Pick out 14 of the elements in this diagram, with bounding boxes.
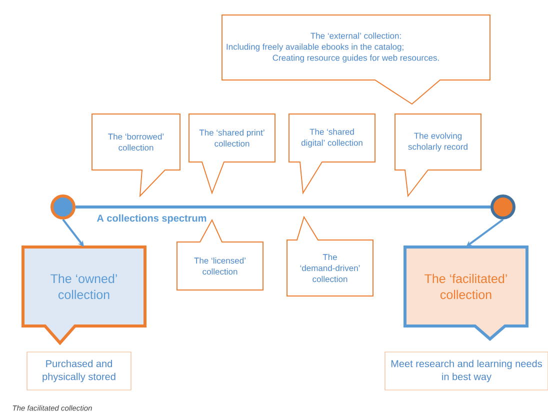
- circle-marker: [50, 194, 76, 220]
- arrow: [466, 218, 504, 247]
- text-box: Meet research and learning needs in best way: [384, 352, 548, 390]
- callout-bubble: The ‘external’ collection: Including freely available ebooks in the catalog; Creating resource guides for web resources.: [222, 14, 490, 105]
- callout-bubble: The ‘borrowed’ collection: [92, 114, 180, 198]
- callout-bubble: The ‘shared print’ collection: [188, 114, 276, 194]
- callout-bubble: The ‘shared digital’ collection: [288, 114, 376, 195]
- callout-box: The ‘facilitated’ collection: [404, 246, 528, 341]
- circle-marker: [490, 194, 516, 220]
- spectrum-line: [76, 206, 490, 208]
- callout-bubble: The ‘demand-driven’ collection: [286, 216, 374, 296]
- callout-box: The ‘owned’ collection: [22, 246, 146, 346]
- text-box: Purchased and physically stored: [26, 352, 132, 390]
- callout-bubble: The evolving scholarly record: [394, 114, 482, 198]
